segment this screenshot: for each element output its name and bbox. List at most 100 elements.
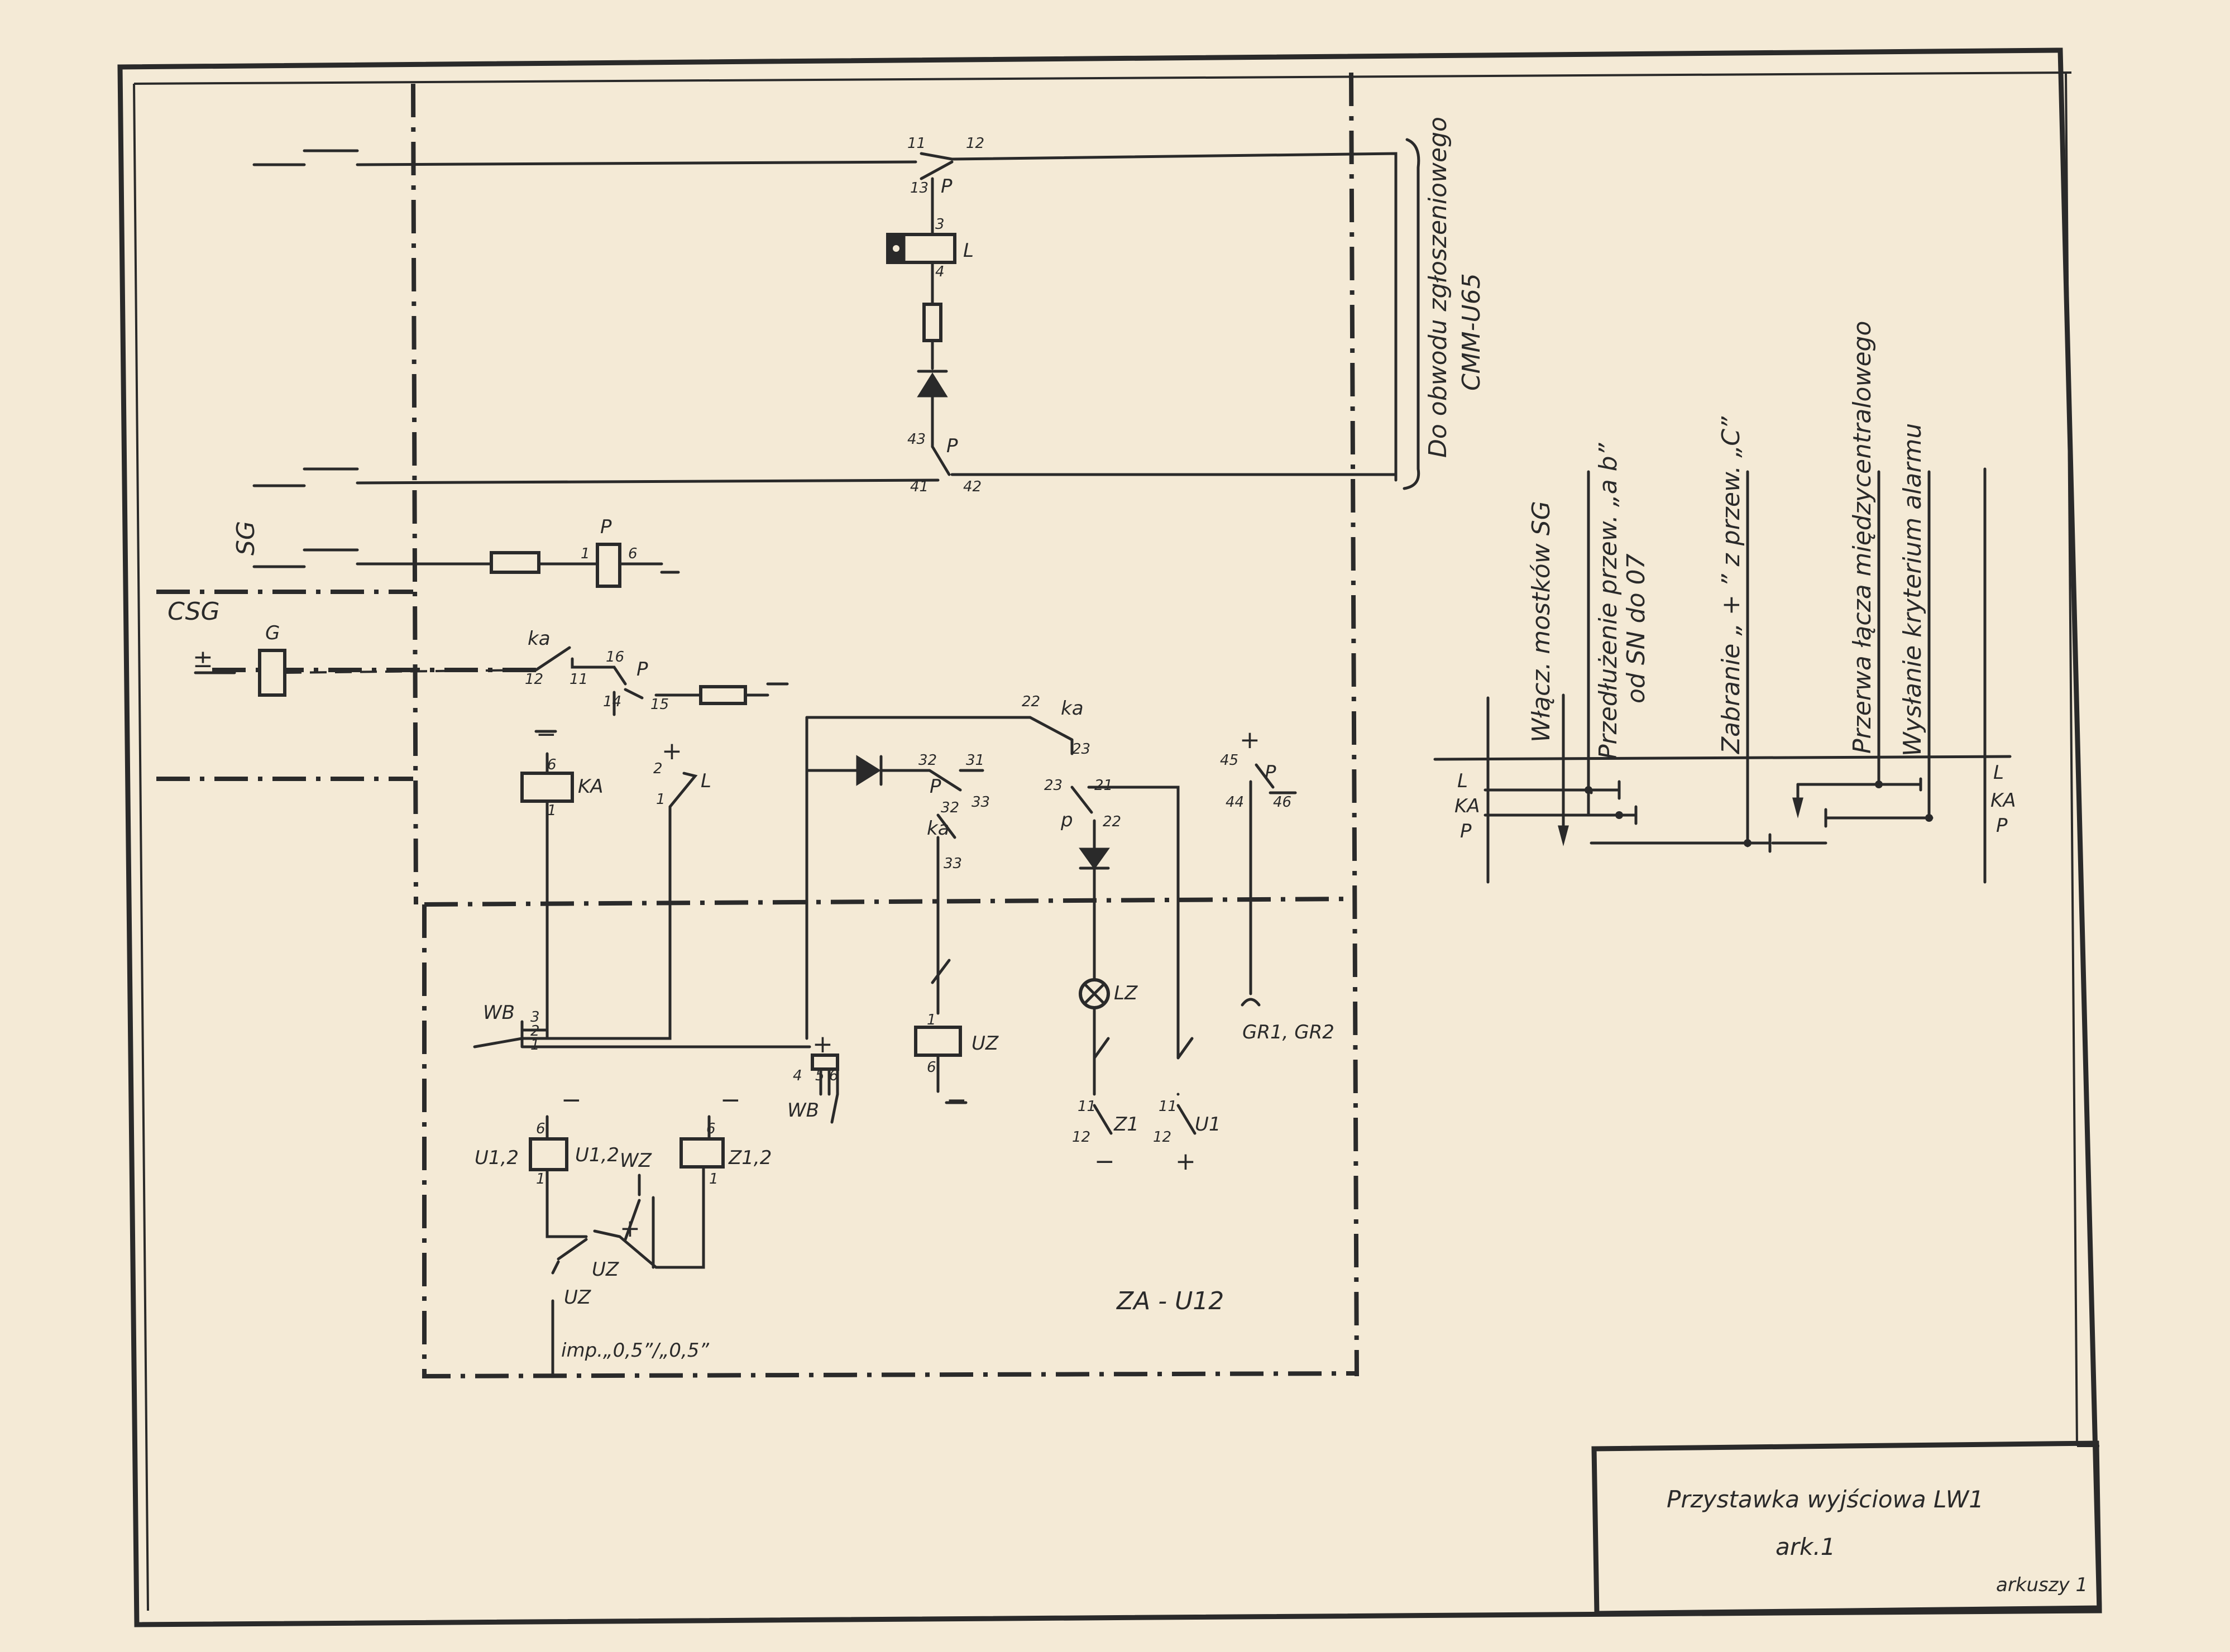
diode-l-icon [917, 372, 948, 398]
pin-4: 4 [935, 264, 945, 280]
pin-15: 15 [650, 696, 669, 713]
pin-6-sg: 6 [628, 545, 638, 562]
label-p-g: P [637, 658, 648, 681]
pin-45: 45 [1220, 752, 1238, 769]
timing-row-left-ka: KA [1454, 795, 1480, 817]
plus-wz: + [620, 1214, 640, 1243]
label-ka-contact-1: ka [528, 628, 551, 650]
minus-ka: − [536, 720, 557, 749]
pin-1-sg: 1 [581, 545, 590, 562]
pin-3: 3 [935, 216, 945, 233]
pin-46: 46 [1273, 794, 1291, 811]
label-z1: Z1 [1113, 1113, 1139, 1136]
relay-p-coil [596, 543, 621, 588]
timing-signal-4: Przerwa łącza międzycentralowego [1848, 321, 1877, 754]
uz-relay-coil [914, 1026, 962, 1057]
pin-22-p: 22 [1103, 813, 1121, 830]
label-p-lower: p [1060, 809, 1073, 831]
diode-lz-icon [1079, 847, 1110, 870]
resistor-g [699, 685, 747, 705]
label-u12-mid: U1,2 [575, 1144, 619, 1166]
title-text: Przystawka wyjściowa LW1 [1667, 1486, 1984, 1513]
pin-1-u12: 1 [536, 1171, 545, 1187]
pin-6-z12: 6 [706, 1121, 716, 1137]
pin-1-ka: 1 [547, 802, 557, 819]
pin-44: 44 [1226, 794, 1244, 811]
u12-z12-circuit [529, 1115, 725, 1378]
label-za-u12: ZA - U12 [1116, 1287, 1224, 1315]
wb-switch [520, 1020, 811, 1048]
pin-11-ka: 11 [570, 671, 588, 688]
pin-14: 14 [603, 693, 621, 710]
label-lz: LZ [1114, 982, 1138, 1004]
wb-pin-2: 2 [530, 1023, 540, 1040]
minus-z1: − [1094, 1147, 1115, 1176]
timing-signal-3: Zabranie „ + ” z przew. „C” [1717, 416, 1745, 754]
pin-33-ka: 33 [944, 855, 962, 872]
pin-6-u12: 6 [536, 1121, 545, 1137]
label-pm: ± [193, 645, 213, 673]
label-z12: Z1,2 [728, 1147, 772, 1169]
pin-12: 12 [966, 135, 984, 152]
ka-relay-circuit [473, 730, 698, 1048]
label-gr: GR1, GR2 [1242, 1021, 1334, 1043]
label-p-sg: P [600, 516, 612, 538]
label-g: G [265, 622, 280, 644]
timing-row-right-ka: KA [1990, 789, 2016, 812]
middle-circuit [805, 716, 1297, 1135]
u1-pin-11: 11 [1159, 1098, 1177, 1115]
pin-23-ka: 23 [1072, 741, 1090, 758]
timing-signal-5: Wysłanie kryterium alarmu [1898, 423, 1927, 756]
wb-switch-2 [811, 1054, 839, 1124]
label-p-mid: P [946, 435, 958, 457]
pin-23-p: 23 [1044, 777, 1063, 794]
title-block: Przystawka wyjściowa LW1 ark.1 arkuszy 1 [1591, 1440, 2102, 1616]
wb-pin-3: 3 [530, 1009, 540, 1026]
bracket-label-1: Do obwodu zgłoszeniowego [1424, 117, 1452, 458]
pin-2-l: 2 [653, 760, 663, 777]
z12-relay-coil [679, 1137, 725, 1169]
timing-arrow-2-icon [1792, 797, 1803, 818]
pin-22-ka: 22 [1022, 693, 1040, 710]
label-wz: WZ [620, 1150, 652, 1172]
timing-arrow-1-icon [1558, 825, 1569, 846]
label-csg: CSG [168, 597, 220, 626]
label-uz-contact-1: UZ [592, 1258, 619, 1281]
pin-11: 11 [907, 135, 926, 152]
u12-relay-coil [529, 1137, 568, 1171]
timing-row-left-l: L [1457, 770, 1468, 792]
minus-z12: − [720, 1086, 741, 1114]
wb2-pin-6: 6 [829, 1067, 839, 1084]
timing-signal-2b: od SN do 07 [1622, 554, 1650, 704]
wb-pin-1: 1 [530, 1037, 540, 1054]
label-l: L [963, 240, 974, 262]
pin-13: 13 [910, 180, 929, 197]
z1-pin-12: 12 [1072, 1129, 1090, 1146]
uz-pin-6: 6 [927, 1059, 936, 1076]
uz-pin-1: 1 [927, 1012, 936, 1028]
label-l-contact: L [701, 770, 711, 792]
g-component [258, 649, 286, 697]
resistor-sg [490, 551, 540, 574]
pin-33-p: 33 [972, 794, 990, 811]
timing-signal-2: Przedłużenie przew. „a b” [1594, 442, 1623, 759]
pin-16: 16 [606, 649, 624, 665]
timing-signal-1: Włącz. mostków SG [1527, 501, 1556, 743]
pin-41: 41 [910, 478, 929, 495]
pin-32-p: 32 [918, 752, 937, 769]
diode-middle-icon [856, 755, 881, 786]
label-wb2: WB [787, 1099, 819, 1122]
plus-gr: + [1240, 726, 1260, 754]
label-ka: KA [578, 775, 604, 798]
resistor-l [922, 303, 942, 342]
pin-12-ka: 12 [525, 671, 543, 688]
sheets-total: arkuszy 1 [1996, 1574, 2088, 1596]
timing-row-right-p: P [1996, 815, 2008, 837]
sheet-number: ark.1 [1776, 1533, 1835, 1560]
l-relay-circuit [252, 138, 1420, 490]
label-u1: U1 [1195, 1113, 1221, 1136]
ka-relay-coil [520, 772, 574, 803]
pin-32-ka: 32 [941, 799, 959, 816]
sg-circuit [252, 543, 680, 588]
